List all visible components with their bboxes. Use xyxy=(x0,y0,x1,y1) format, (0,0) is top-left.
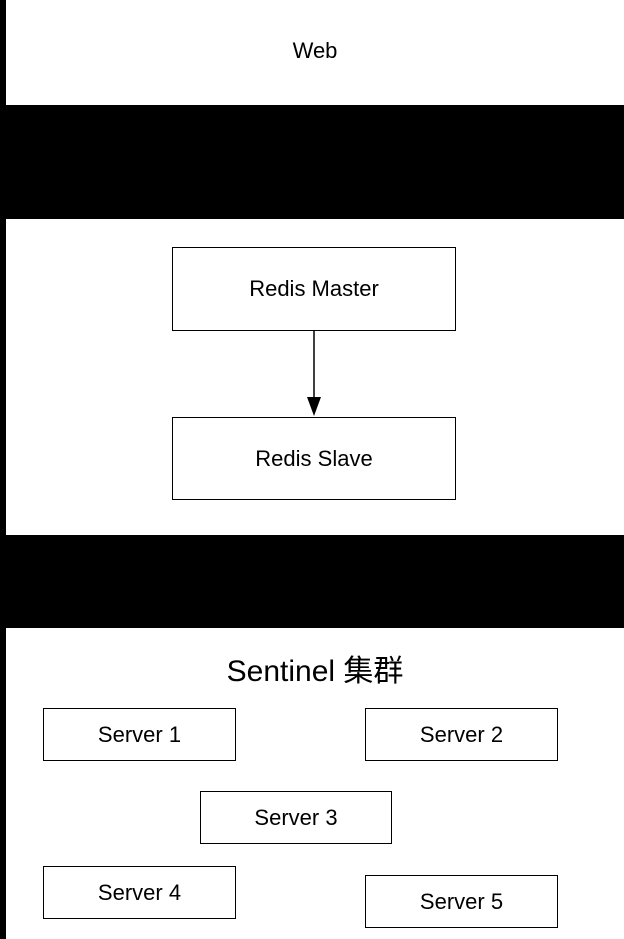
web-label: Web xyxy=(292,38,338,63)
redis-master-label: Redis Master xyxy=(249,276,379,301)
server-3-label: Server 3 xyxy=(254,804,338,830)
server-2-node: Server 2 xyxy=(365,708,558,761)
server-5-label: Server 5 xyxy=(419,888,504,914)
redis-master-node: Redis Master xyxy=(172,247,456,331)
redis-slave-label: Redis Slave xyxy=(255,445,373,471)
server-2-label: Server 2 xyxy=(419,721,504,747)
server-3-node: Server 3 xyxy=(200,791,392,844)
server-4-node: Server 4 xyxy=(43,866,236,919)
server-1-node: Server 1 xyxy=(43,708,236,761)
redis-slave-node: Redis Slave xyxy=(172,417,456,500)
server-5-node: Server 5 xyxy=(365,875,558,928)
sentinel-title: Sentinel 集群 xyxy=(226,655,404,688)
web-panel: Web xyxy=(6,0,624,105)
redis-panel: Redis Master Redis Slave xyxy=(6,219,624,535)
server-4-label: Server 4 xyxy=(97,879,182,905)
server-1-label: Server 1 xyxy=(97,721,182,747)
sentinel-panel: Sentinel 集群 Server 1 Server 2 Server 3 S… xyxy=(6,628,624,939)
master-to-slave-arrow xyxy=(307,331,321,416)
arrow-head xyxy=(307,397,321,416)
